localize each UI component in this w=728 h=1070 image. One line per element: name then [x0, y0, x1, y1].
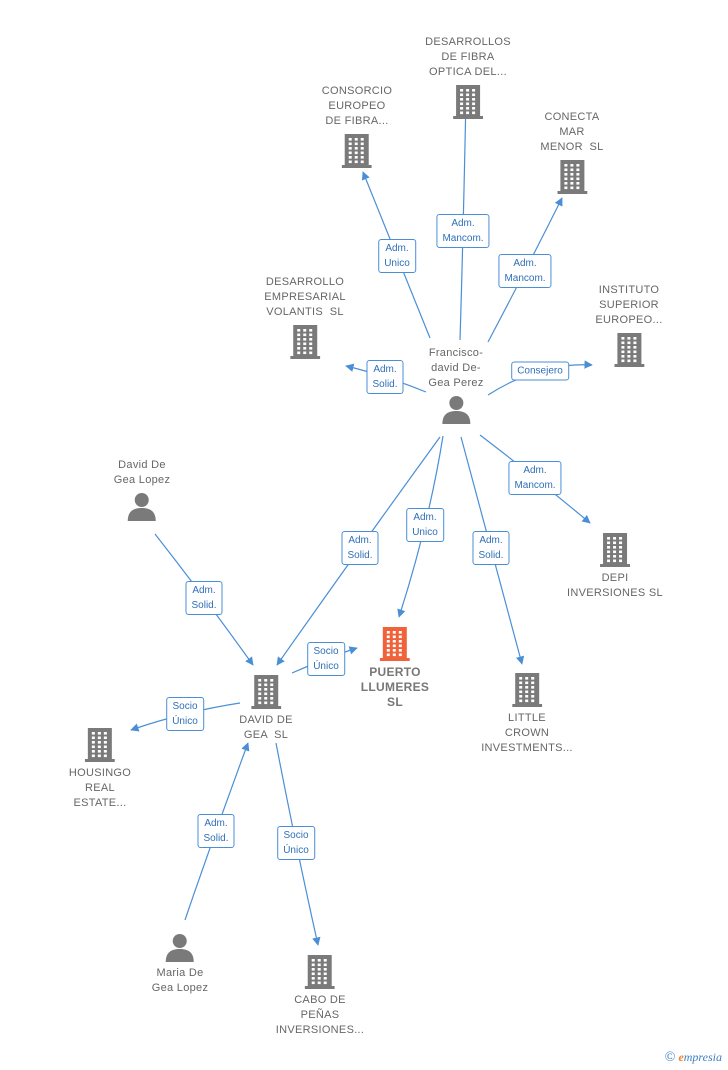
- edge-role-label[interactable]: Adm. Mancom.: [436, 214, 490, 248]
- edge-role-label[interactable]: Adm. Mancom.: [498, 254, 552, 288]
- node-label: HOUSINGO REAL ESTATE...: [68, 767, 132, 809]
- copyright-icon: ©: [664, 1050, 676, 1065]
- node-label: CONECTA MAR MENOR SL: [540, 111, 604, 153]
- node-label: Francisco- david De- Gea Perez: [428, 347, 484, 389]
- building-icon: [69, 727, 131, 763]
- node-housingo[interactable]: HOUSINGO REAL ESTATE...: [69, 727, 131, 811]
- building-icon: [361, 626, 429, 662]
- building-icon: [276, 954, 365, 990]
- building-icon: [239, 674, 293, 710]
- building-icon: [595, 332, 662, 368]
- node-consorcio[interactable]: CONSORCIO EUROPEO DE FIBRA...: [322, 84, 393, 169]
- node-label: CABO DE PEÑAS INVERSIONES...: [275, 994, 365, 1036]
- building-icon: [322, 133, 393, 169]
- edge-role-label[interactable]: Adm. Solid.: [366, 360, 404, 394]
- node-francisco[interactable]: Francisco- david De- Gea Perez: [428, 346, 483, 425]
- edge-role-label[interactable]: Consejero: [511, 361, 569, 381]
- person-icon: [114, 492, 171, 522]
- node-david-gea-sl[interactable]: DAVID DE GEA SL: [239, 674, 293, 743]
- building-icon: [481, 672, 573, 708]
- person-icon: [152, 933, 209, 963]
- node-cabo[interactable]: CABO DE PEÑAS INVERSIONES...: [276, 954, 365, 1038]
- node-conecta[interactable]: CONECTA MAR MENOR SL: [540, 110, 603, 195]
- person-icon: [428, 395, 483, 425]
- edge-role-label[interactable]: Adm. Unico: [406, 508, 444, 542]
- edge-role-label[interactable]: Socio Único: [307, 642, 345, 676]
- edge-role-label[interactable]: Adm. Unico: [378, 239, 416, 273]
- node-david-lopez[interactable]: David De Gea Lopez: [114, 458, 171, 522]
- node-maria[interactable]: Maria De Gea Lopez: [152, 933, 209, 996]
- node-label: DESARROLLOS DE FIBRA OPTICA DEL...: [425, 36, 511, 78]
- building-icon: [540, 159, 603, 195]
- edge-role-label[interactable]: Adm. Solid.: [185, 581, 223, 615]
- node-desarrollos-fibra[interactable]: DESARROLLOS DE FIBRA OPTICA DEL...: [425, 35, 511, 120]
- node-label: CONSORCIO EUROPEO DE FIBRA...: [321, 85, 393, 127]
- node-little-crown[interactable]: LITTLE CROWN INVESTMENTS...: [481, 672, 573, 756]
- edge-role-label[interactable]: Adm. Mancom.: [508, 461, 562, 495]
- node-label: David De Gea Lopez: [113, 459, 171, 486]
- node-label: LITTLE CROWN INVESTMENTS...: [481, 712, 573, 754]
- empresia-watermark[interactable]: © empresia: [665, 1050, 722, 1066]
- building-icon: [567, 532, 663, 568]
- node-puerto[interactable]: PUERTO LLUMERES SL: [361, 626, 429, 710]
- edge-role-label[interactable]: Adm. Solid.: [341, 531, 379, 565]
- node-instituto[interactable]: INSTITUTO SUPERIOR EUROPEO...: [595, 283, 662, 368]
- edge-role-label[interactable]: Adm. Solid.: [197, 814, 235, 848]
- edge-role-label[interactable]: Socio Único: [166, 697, 204, 731]
- building-icon: [425, 84, 511, 120]
- node-depi[interactable]: DEPI INVERSIONES SL: [567, 532, 663, 601]
- node-desarrollo-volantis[interactable]: DESARROLLO EMPRESARIAL VOLANTIS SL: [264, 275, 346, 360]
- brand-initial: e: [678, 1050, 684, 1064]
- node-label: PUERTO LLUMERES SL: [360, 665, 430, 709]
- node-label: DAVID DE GEA SL: [239, 714, 293, 741]
- edge-role-label[interactable]: Adm. Solid.: [472, 531, 510, 565]
- building-icon: [264, 324, 346, 360]
- edge-role-label[interactable]: Socio Único: [277, 826, 315, 860]
- node-label: DEPI INVERSIONES SL: [567, 572, 663, 599]
- node-label: Maria De Gea Lopez: [151, 967, 209, 994]
- node-label: DESARROLLO EMPRESARIAL VOLANTIS SL: [264, 276, 346, 318]
- node-label: INSTITUTO SUPERIOR EUROPEO...: [595, 284, 663, 326]
- brand-name: mpresia: [683, 1050, 722, 1064]
